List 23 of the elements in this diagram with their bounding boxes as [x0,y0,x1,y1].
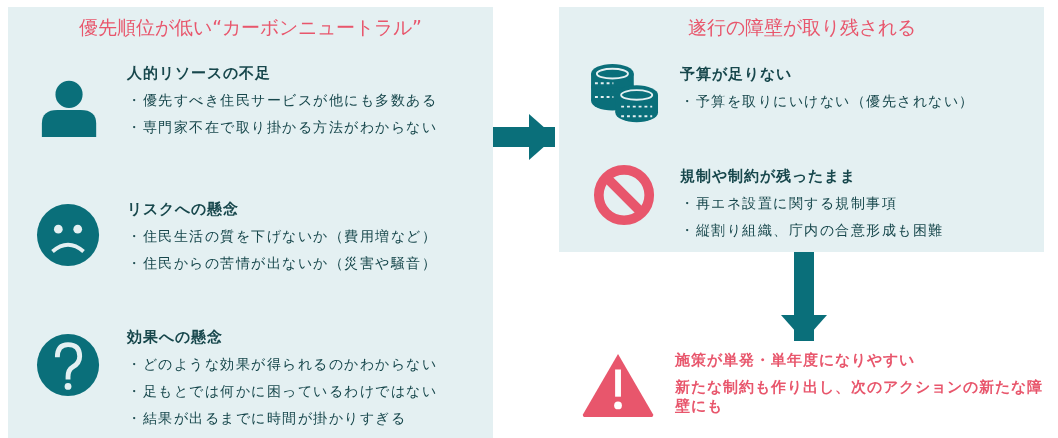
block-arrow [493,114,555,160]
bullet-text: ・足もとでは何かに困っているわけではない [127,383,438,401]
item-heading: 予算が足りない [680,65,793,84]
bullet-text: ・住民からの苦情が出ないか（災害や騒音） [127,255,438,273]
bullet-text: ・縦割り組織、庁内の合意形成も困難 [680,222,945,240]
item-heading: 規制や制約が残ったまま [680,167,857,186]
bullet-text: ・予算を取りにいけない（優先されない） [680,93,976,111]
bullet-text: ・優先すべき住民サービスが他にも多数ある [127,92,438,110]
panel [8,7,493,438]
panel-title: 優先順位が低い“カーボンニュートラル” [78,15,423,40]
bullet-text: ・住民生活の質を下げないか（費用増など） [127,228,438,246]
item-heading: 効果への懸念 [127,328,224,347]
item-heading: リスクへの懸念 [127,200,240,219]
bullet-text: ・専門家不在で取り掛かる方法がわからない [127,119,438,137]
item-heading: 人的リソースの不足 [127,64,272,83]
bullet-text: ・どのような効果が得られるのかわからない [127,356,438,374]
bullet-text: ・結果が出るまでに時間が掛かりすぎる [127,410,407,428]
panel-title: 遂行の障壁が取り残される [686,15,917,40]
warning-text: 施策が単発・単年度になりやすい [675,351,916,370]
warning-text: 新たな制約も作り出し、次のアクションの新たな障壁にも [675,378,1044,416]
bullet-text: ・再エネ設置に関する規制事項 [680,195,898,213]
block-arrow [781,252,827,341]
panel [559,7,1044,252]
